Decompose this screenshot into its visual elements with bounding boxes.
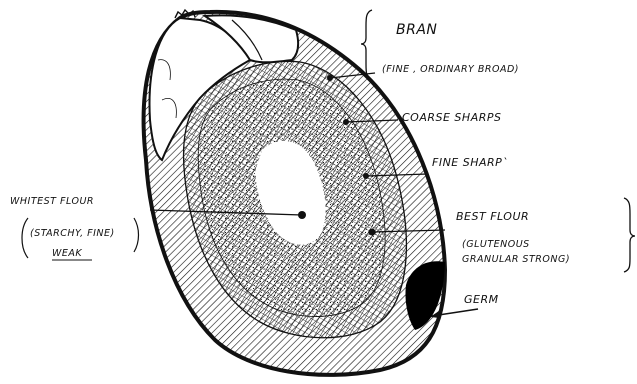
label-bran-sub: (FINE , ORDINARY BROAD) [382,64,519,75]
dot-bran [327,75,333,81]
label-best-sub1: (GLUTENOUS [462,239,530,250]
label-whitest-weak: WEAK [52,248,82,259]
label-whitest-flour: WHITEST FLOUR [10,196,94,207]
best-flour-bracket [624,198,635,272]
dot-coarse-sharps [343,119,349,125]
label-best-sub2: GRANULAR STRONG) [462,254,570,265]
dot-best-flour [369,229,376,236]
label-best-flour: BEST FLOUR [456,210,529,223]
dot-fine-sharp [363,173,369,179]
label-coarse-sharps: COARSE SHARPS [402,111,501,124]
whitest-flour-paren [22,218,28,258]
label-fine-sharp: FINE SHARP` [432,156,508,169]
label-germ: GERM [464,293,499,306]
label-whitest-sub: (STARCHY, FINE) [30,228,115,239]
dot-whitest-flour [298,211,306,219]
label-bran: BRAN [396,22,437,38]
bran-bracket [361,10,372,80]
whitest-flour-paren-right [134,218,139,252]
